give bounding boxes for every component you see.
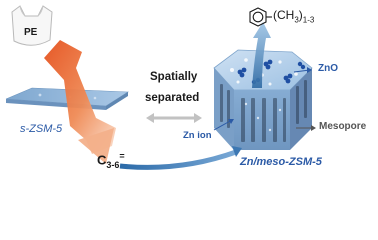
c36-olefin-label: C3-6=: [97, 152, 125, 170]
bag-label: PE: [24, 27, 38, 38]
mesopore-label: Mesopore: [319, 121, 367, 132]
formula-open: (CH: [273, 8, 295, 22]
spatially-label-line2: separated: [145, 92, 200, 104]
pointer-lines: [213, 67, 312, 131]
aromatics-arrow: [252, 22, 271, 88]
zn-meso-zsm5-label: Zn/meso-ZSM-5: [240, 156, 322, 168]
zn-meso-zsm5-crystal: [213, 49, 313, 150]
spatially-label-line1: Spatially: [150, 71, 198, 83]
zno-label: ZnO: [318, 63, 338, 74]
c36-sub: 3-6: [106, 159, 120, 170]
reaction-path-arrow: [44, 40, 116, 164]
formula-close: ): [298, 8, 303, 22]
aromatics-formula: (CH3)1-3: [273, 9, 314, 24]
s-zsm5-label: s-ZSM-5: [20, 123, 63, 135]
diagram-canvas: PE s-ZSM-5 Spatially separated Zn ion C3…: [5, 5, 367, 170]
benzene-ring-icon: [249, 7, 272, 27]
formula-sub13: 1-3: [302, 15, 315, 25]
olefin-feed-arrow: [119, 146, 242, 170]
formula-sub3: 3: [294, 15, 299, 25]
plastic-bag-icon: [11, 5, 53, 46]
c36-sup: =: [119, 151, 125, 161]
double-arrow: [146, 113, 202, 123]
c36-main: C: [97, 152, 107, 168]
zn-ion-label: Zn ion: [183, 130, 212, 141]
